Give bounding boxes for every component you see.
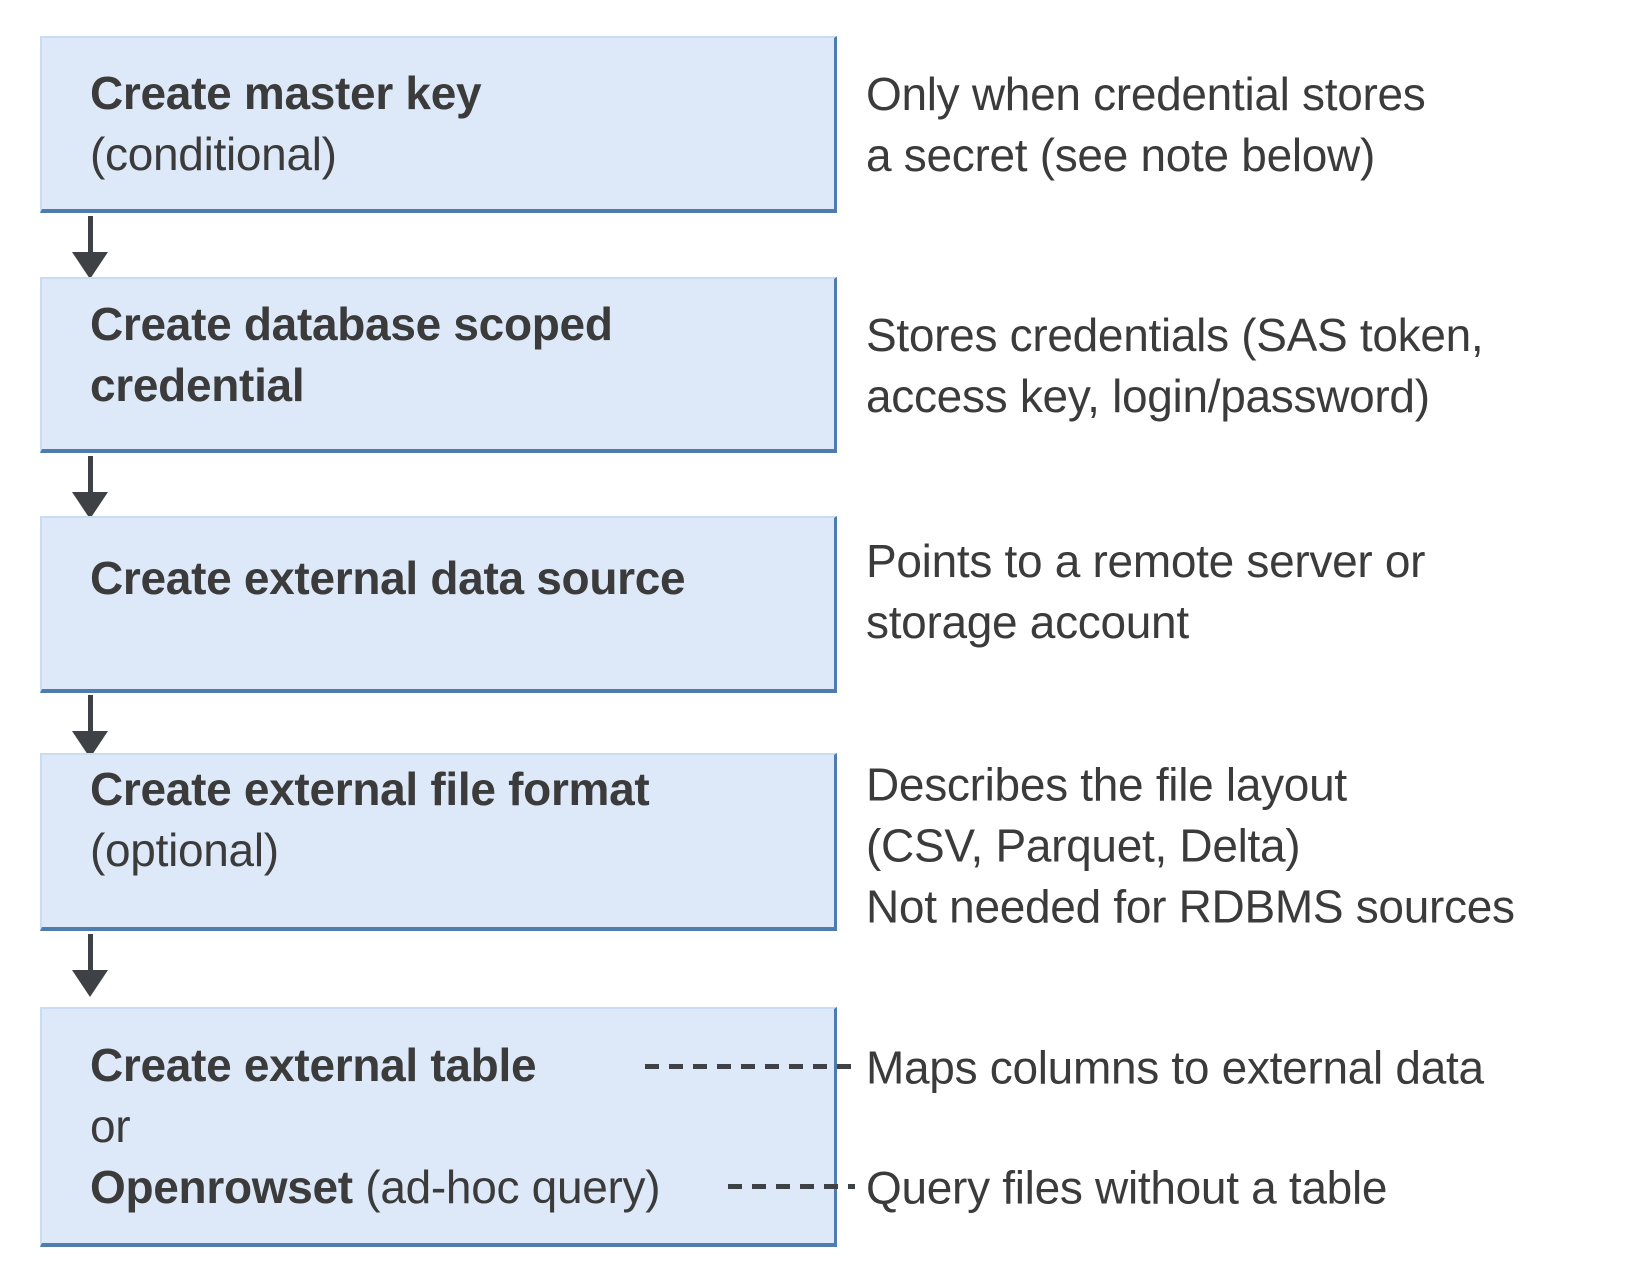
annotation-openrowset: Query files without a table bbox=[866, 1161, 1388, 1214]
step-box-create-external-data-source: Create external data source bbox=[40, 516, 837, 693]
box-title: Create master key bbox=[90, 66, 482, 119]
box-or-label: or bbox=[90, 1099, 131, 1152]
box-title: Create external data source bbox=[90, 552, 686, 604]
box-subtitle: (optional) bbox=[90, 824, 279, 876]
step-box-create-external-table-or-openrowset: Create external table or Openrowset (ad-… bbox=[40, 1007, 837, 1247]
down-arrow-3 bbox=[72, 695, 109, 758]
annotation-master-key: Only when credential stores a secret (se… bbox=[866, 68, 1426, 181]
box-title: Create external file format bbox=[90, 763, 650, 815]
arrow-stem bbox=[88, 456, 93, 492]
box-alt-line: Openrowset (ad-hoc query) bbox=[90, 1157, 810, 1218]
annotation-scoped-credential: Stores credentials (SAS token, access ke… bbox=[866, 309, 1484, 422]
box-alt-rest: (ad-hoc query) bbox=[352, 1160, 661, 1213]
dashed-connector-external-table bbox=[645, 1064, 857, 1069]
step-box-create-database-scoped-credential: Create database scoped credential bbox=[40, 277, 837, 453]
box-title: Create external table bbox=[90, 1038, 537, 1091]
arrow-stem bbox=[88, 216, 93, 252]
down-arrow-1 bbox=[72, 216, 109, 279]
annotation-file-format: Describes the file layout (CSV, Parquet,… bbox=[866, 758, 1515, 933]
dashed-connector-openrowset bbox=[728, 1184, 855, 1189]
annotation-data-source: Points to a remote server or storage acc… bbox=[866, 535, 1426, 648]
down-arrow-2 bbox=[72, 456, 109, 519]
down-arrow-4 bbox=[72, 934, 109, 997]
box-subtitle: (conditional) bbox=[90, 127, 337, 180]
step-box-create-master-key: Create master key (conditional) bbox=[40, 36, 837, 213]
box-title: Create database scoped credential bbox=[90, 298, 613, 411]
arrow-head-icon bbox=[72, 252, 108, 279]
box-alt-bold: Openrowset bbox=[90, 1160, 353, 1213]
step-box-create-external-file-format: Create external file format (optional) bbox=[40, 753, 837, 931]
annotation-external-table: Maps columns to external data bbox=[866, 1041, 1484, 1094]
arrow-stem bbox=[88, 934, 93, 970]
arrow-head-icon bbox=[72, 970, 108, 997]
arrow-stem bbox=[88, 695, 93, 731]
arrow-head-icon bbox=[72, 492, 108, 519]
